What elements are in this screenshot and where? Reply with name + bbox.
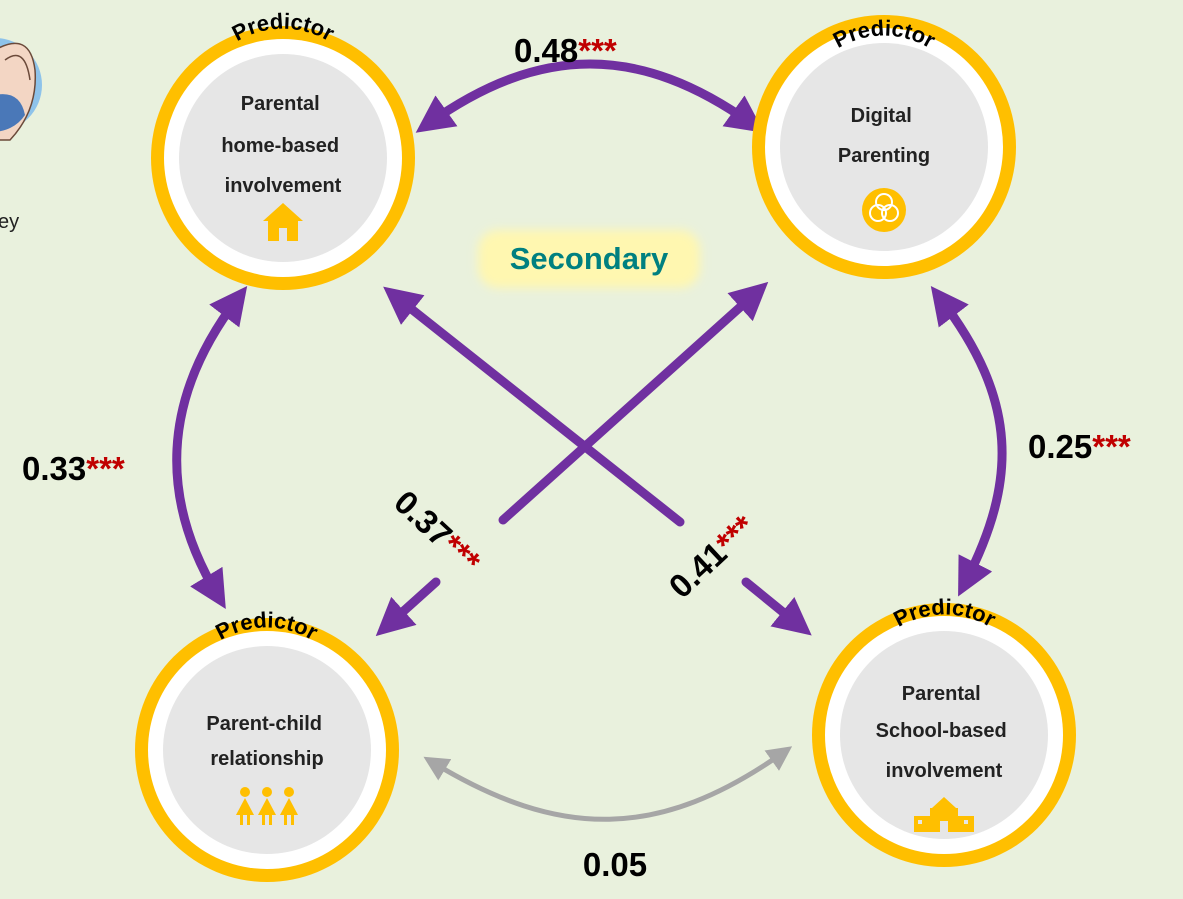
venn-icon bbox=[862, 188, 906, 232]
coef-home-relationship: 0.33*** bbox=[22, 450, 125, 487]
secondary-text: Secondary bbox=[510, 241, 669, 276]
coef-digital-school: 0.25*** bbox=[1028, 428, 1131, 465]
secondary-label: Secondary bbox=[478, 230, 700, 288]
coef-relationship-school: 0.05 bbox=[583, 846, 647, 883]
edge-digital-school bbox=[930, 285, 1007, 597]
edge-home-digital bbox=[415, 59, 765, 133]
node-label-digital: Digital Parenting bbox=[838, 105, 930, 167]
school-icon bbox=[914, 797, 974, 832]
node-label-relationship: Parent-child relationship bbox=[206, 713, 327, 770]
partial-text: ey bbox=[0, 211, 19, 233]
node-digital-parenting: Predictor Digital Parenting bbox=[752, 15, 1016, 279]
node-label-home: Parental home-based involvement bbox=[221, 93, 344, 197]
edge-relationship-school bbox=[423, 746, 793, 822]
node-parent-child-relationship: Predictor Parent-child relationship bbox=[135, 607, 399, 882]
node-home-based-involvement: Predictor Parental home-based involvemen… bbox=[151, 8, 415, 290]
coef-digital-relationship: 0.37*** bbox=[387, 483, 488, 580]
edge-digital-relationship bbox=[375, 281, 769, 637]
coef-home-digital: 0.48*** bbox=[514, 32, 617, 69]
node-label-school: Parental School-based involvement bbox=[876, 683, 1013, 782]
edge-home-relationship bbox=[172, 285, 248, 609]
edge-home-school bbox=[383, 286, 812, 636]
family-icon bbox=[236, 787, 298, 825]
house-icon bbox=[263, 203, 303, 241]
person-illustration bbox=[0, 38, 42, 141]
node-school-based-involvement: Predictor Parental School-based involvem… bbox=[812, 594, 1076, 867]
